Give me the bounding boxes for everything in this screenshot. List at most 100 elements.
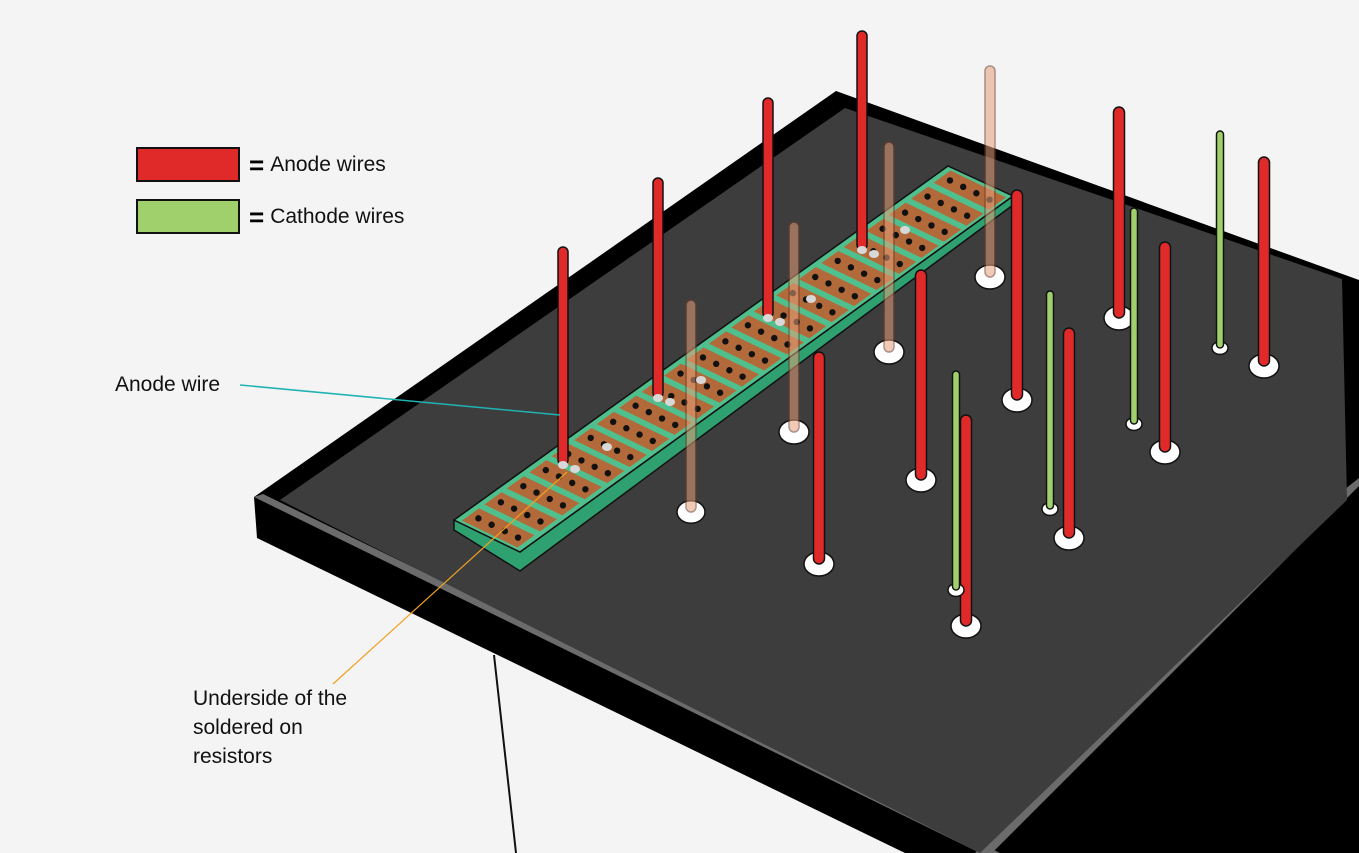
solder-hole bbox=[537, 518, 544, 525]
solder-hole bbox=[668, 392, 675, 400]
solder-hole bbox=[825, 280, 832, 287]
solder-hole bbox=[587, 434, 594, 442]
solder-hole bbox=[703, 383, 711, 390]
solder-hole bbox=[901, 209, 909, 216]
anode-wire bbox=[959, 414, 973, 627]
board-support-leg bbox=[493, 654, 517, 853]
anode-wire bbox=[762, 97, 774, 319]
solder-hole bbox=[546, 495, 553, 503]
solder-hole bbox=[568, 479, 576, 487]
solder-hole bbox=[524, 511, 531, 519]
underside-callout-line2: soldered on bbox=[193, 716, 303, 739]
solder-joint bbox=[869, 250, 879, 258]
solder-hole bbox=[623, 425, 630, 432]
solder-hole bbox=[834, 257, 841, 265]
solder-joint bbox=[696, 376, 706, 384]
anode-wire bbox=[557, 246, 569, 466]
solder-joint bbox=[602, 443, 612, 451]
solder-hole bbox=[806, 325, 814, 332]
underside-callout-line1: Underside of the bbox=[193, 687, 348, 710]
wires-group bbox=[557, 30, 1280, 639]
solder-hole bbox=[699, 354, 707, 361]
legend-anode-equals: = bbox=[249, 149, 265, 180]
solder-joint bbox=[775, 318, 785, 326]
solder-hole bbox=[542, 466, 549, 474]
underside-callout-line3: resistors bbox=[193, 745, 273, 768]
solder-joint bbox=[558, 461, 568, 469]
legend-cathode-label: Cathode wires bbox=[270, 204, 405, 228]
solder-hole bbox=[672, 421, 679, 429]
anode-wire bbox=[685, 299, 697, 513]
solder-hole bbox=[748, 350, 756, 358]
solder-joint bbox=[806, 295, 816, 303]
solder-hole bbox=[658, 415, 666, 422]
anode-swatch bbox=[136, 147, 240, 182]
solder-hole bbox=[874, 276, 881, 284]
solder-hole bbox=[533, 489, 540, 496]
underside-callout-line bbox=[332, 471, 568, 685]
anode-wire bbox=[1257, 156, 1271, 367]
solder-hole bbox=[744, 322, 752, 329]
solder-hole bbox=[722, 338, 729, 345]
solder-hole bbox=[604, 469, 612, 477]
solder-hole bbox=[649, 437, 656, 445]
solder-hole bbox=[941, 228, 948, 236]
solder-joint bbox=[857, 246, 867, 254]
legend-anode: = Anode wires bbox=[136, 147, 386, 182]
anode-wire bbox=[1158, 241, 1172, 453]
solder-hole bbox=[815, 302, 823, 310]
anode-wire bbox=[812, 351, 826, 565]
solder-joint bbox=[653, 394, 663, 402]
solder-hole bbox=[613, 447, 621, 454]
solder-joint bbox=[665, 398, 675, 406]
anode-wire bbox=[984, 65, 996, 278]
anode-wire bbox=[1062, 327, 1076, 539]
anode-wire bbox=[883, 141, 895, 353]
anode-wire bbox=[856, 30, 868, 251]
solder-hole bbox=[578, 457, 585, 464]
solder-hole bbox=[609, 418, 617, 426]
solder-hole bbox=[915, 215, 922, 223]
anode-wire-callout: Anode wire bbox=[115, 373, 221, 396]
solder-hole bbox=[488, 521, 495, 528]
solder-joint bbox=[763, 314, 773, 322]
cathode-wire bbox=[951, 370, 961, 591]
solder-hole bbox=[636, 431, 643, 438]
solder-hole bbox=[677, 370, 684, 377]
solder-hole bbox=[497, 499, 505, 506]
legend-cathode: = Cathode wires bbox=[136, 199, 404, 234]
solder-hole bbox=[632, 402, 639, 409]
solder-hole bbox=[582, 486, 589, 493]
solder-hole bbox=[924, 193, 931, 200]
solder-hole bbox=[761, 357, 769, 364]
solder-hole bbox=[559, 502, 567, 509]
solder-joint bbox=[900, 226, 910, 234]
anode-callout-line bbox=[239, 384, 561, 416]
cathode-wire bbox=[1129, 207, 1139, 425]
solder-hole bbox=[928, 222, 935, 229]
anode-wire bbox=[788, 221, 800, 433]
solder-hole bbox=[757, 328, 765, 335]
solder-hole bbox=[627, 453, 634, 461]
solder-hole bbox=[851, 292, 859, 300]
solder-hole bbox=[860, 270, 868, 277]
solder-hole bbox=[726, 367, 733, 374]
solder-hole bbox=[829, 309, 836, 316]
underside-callout: Underside of the soldered on resistors bbox=[193, 684, 347, 771]
cathode-wire bbox=[1045, 290, 1055, 510]
solder-hole bbox=[950, 206, 958, 213]
cathode-swatch bbox=[136, 199, 240, 234]
solder-joint bbox=[570, 465, 580, 473]
solder-hole bbox=[716, 389, 724, 396]
anode-wire bbox=[652, 177, 664, 399]
cathode-wire bbox=[1215, 130, 1225, 349]
solder-hole bbox=[591, 463, 598, 470]
solder-hole bbox=[847, 264, 855, 271]
solder-hole bbox=[510, 505, 518, 512]
solder-hole bbox=[812, 273, 819, 281]
solder-hole bbox=[937, 199, 944, 207]
solder-hole bbox=[896, 260, 903, 268]
solder-hole bbox=[771, 334, 778, 342]
anode-wire bbox=[914, 269, 928, 481]
